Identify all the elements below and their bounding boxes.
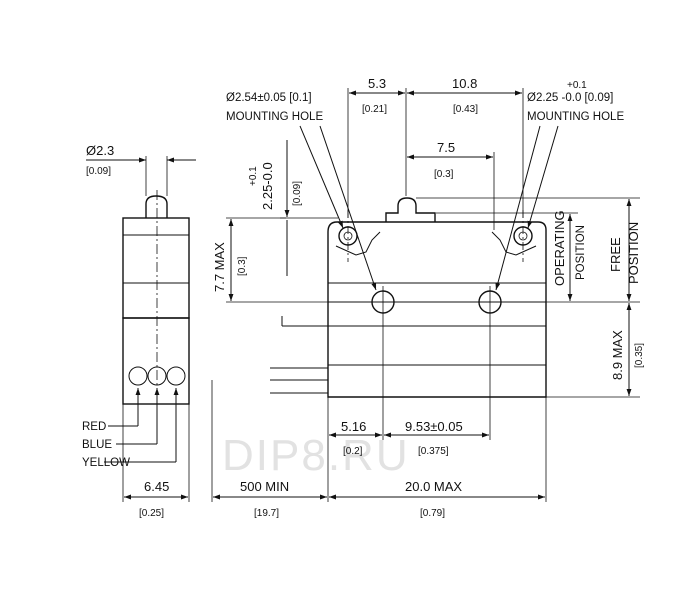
dim-5-16-in: [0.2] — [343, 446, 363, 457]
wire-circle-red — [128, 366, 148, 386]
dim-9-53: 9.53±0.05 — [405, 419, 463, 434]
dim-20-max: 20.0 MAX — [405, 479, 462, 494]
dim-7-5: 7.5 — [437, 140, 455, 155]
hole-left-label-2: MOUNTING HOLE — [226, 111, 323, 123]
side-diameter-dim-in: [0.09] — [86, 166, 111, 177]
dim-8-9-max: 8.9 MAX — [610, 330, 625, 380]
dim-500-min-in: [19.7] — [254, 508, 279, 519]
dim-7-5-in: [0.3] — [434, 169, 454, 180]
dim-5-3-in: [0.21] — [362, 104, 387, 115]
side-body-top — [122, 217, 190, 319]
side-width-dim-in: [0.25] — [139, 508, 164, 519]
vert-tol-in: [0.09] — [292, 181, 303, 206]
dim-5-3: 5.3 — [368, 76, 386, 91]
dim-500-min: 500 MIN — [240, 479, 289, 494]
side-diameter-dim: Ø2.3 — [86, 143, 114, 158]
side-view: Ø2.3 [0.09] RED BLUE YELLOW 6.45 [0.25] — [82, 143, 196, 519]
dim-7-7-max: 7.7 MAX — [212, 242, 227, 292]
dim-5-16: 5.16 — [341, 419, 366, 434]
dim-20-max-in: [0.79] — [420, 508, 445, 519]
side-actuator — [145, 195, 168, 218]
side-width-dim: 6.45 — [144, 479, 169, 494]
wire-label-yellow: YELLOW — [82, 457, 130, 469]
watermark: DIP8.RU — [222, 431, 410, 480]
dim-7-7-in: [0.3] — [237, 256, 248, 276]
hole-right-label-1: Ø2.25 -0.0 [0.09] — [527, 92, 613, 104]
dim-9-53-in: [0.375] — [418, 446, 449, 457]
dim-8-9-in: [0.35] — [634, 343, 645, 368]
operating-position-2: POSITION — [575, 225, 587, 280]
wire-circle-yellow — [166, 366, 186, 386]
front-view: 5.3 [0.21] 10.8 [0.43] 7.5 [0.3] Ø2.54±0… — [211, 76, 645, 519]
wire-label-red: RED — [82, 421, 106, 433]
front-actuator — [385, 197, 436, 222]
dim-10-8: 10.8 — [452, 76, 477, 91]
hole-left-label-1: Ø2.54±0.05 [0.1] — [226, 92, 312, 104]
hole-right-tol: +0.1 — [567, 80, 587, 91]
side-body-bottom — [122, 317, 190, 405]
front-body — [327, 221, 547, 398]
wire-label-blue: BLUE — [82, 439, 112, 451]
hole-right-label-2: MOUNTING HOLE — [527, 111, 624, 123]
dim-10-8-in: [0.43] — [453, 104, 478, 115]
operating-position-1: OPERATING — [552, 210, 567, 286]
free-position-1: FREE — [608, 237, 623, 272]
vert-tol-a: +0.1 — [248, 166, 259, 186]
vert-tol-b: 2.25-0.0 — [260, 162, 275, 210]
free-position-2: POSITION — [626, 222, 641, 284]
